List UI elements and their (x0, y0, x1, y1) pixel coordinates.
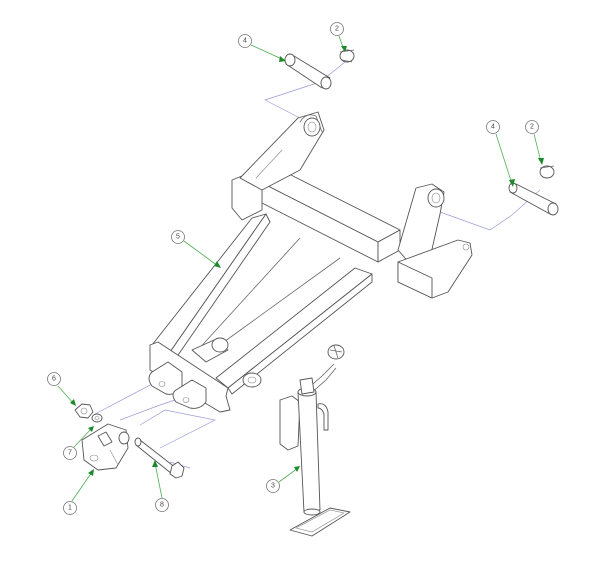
callout-5: 5 (171, 230, 185, 244)
hex-bolt (134, 437, 185, 479)
hex-nut (74, 403, 94, 419)
callouts: 4 2 4 2 5 6 7 1 (47, 22, 544, 515)
lynch-pin-clip-right (539, 165, 555, 179)
washer (91, 413, 103, 423)
a-frame-hitch (148, 111, 473, 413)
callout-label: 8 (160, 502, 164, 509)
clevis-coupler (81, 423, 130, 471)
callout-label: 6 (52, 376, 56, 383)
callout-1: 1 (63, 501, 77, 515)
callout-2-top: 2 (330, 22, 344, 36)
callout-label: 2 (530, 124, 534, 131)
callout-2-right: 2 (525, 120, 539, 134)
callout-label: 4 (491, 124, 495, 131)
tongue-jack (279, 344, 351, 537)
lynch-pin-clip-top (339, 49, 355, 63)
callout-7: 7 (63, 446, 77, 460)
callout-label: 5 (176, 234, 180, 241)
callout-label: 7 (68, 450, 72, 457)
callout-label: 4 (243, 38, 247, 45)
callout-4-top: 4 (238, 34, 252, 48)
callout-label: 2 (335, 26, 339, 33)
callout-6: 6 (47, 372, 61, 386)
callout-8: 8 (155, 498, 169, 512)
callout-label: 1 (68, 505, 72, 512)
pin-top (284, 53, 332, 90)
callout-3: 3 (266, 479, 280, 493)
pin-right (508, 182, 559, 216)
callout-4-right: 4 (486, 120, 500, 134)
callout-label: 3 (271, 483, 275, 490)
